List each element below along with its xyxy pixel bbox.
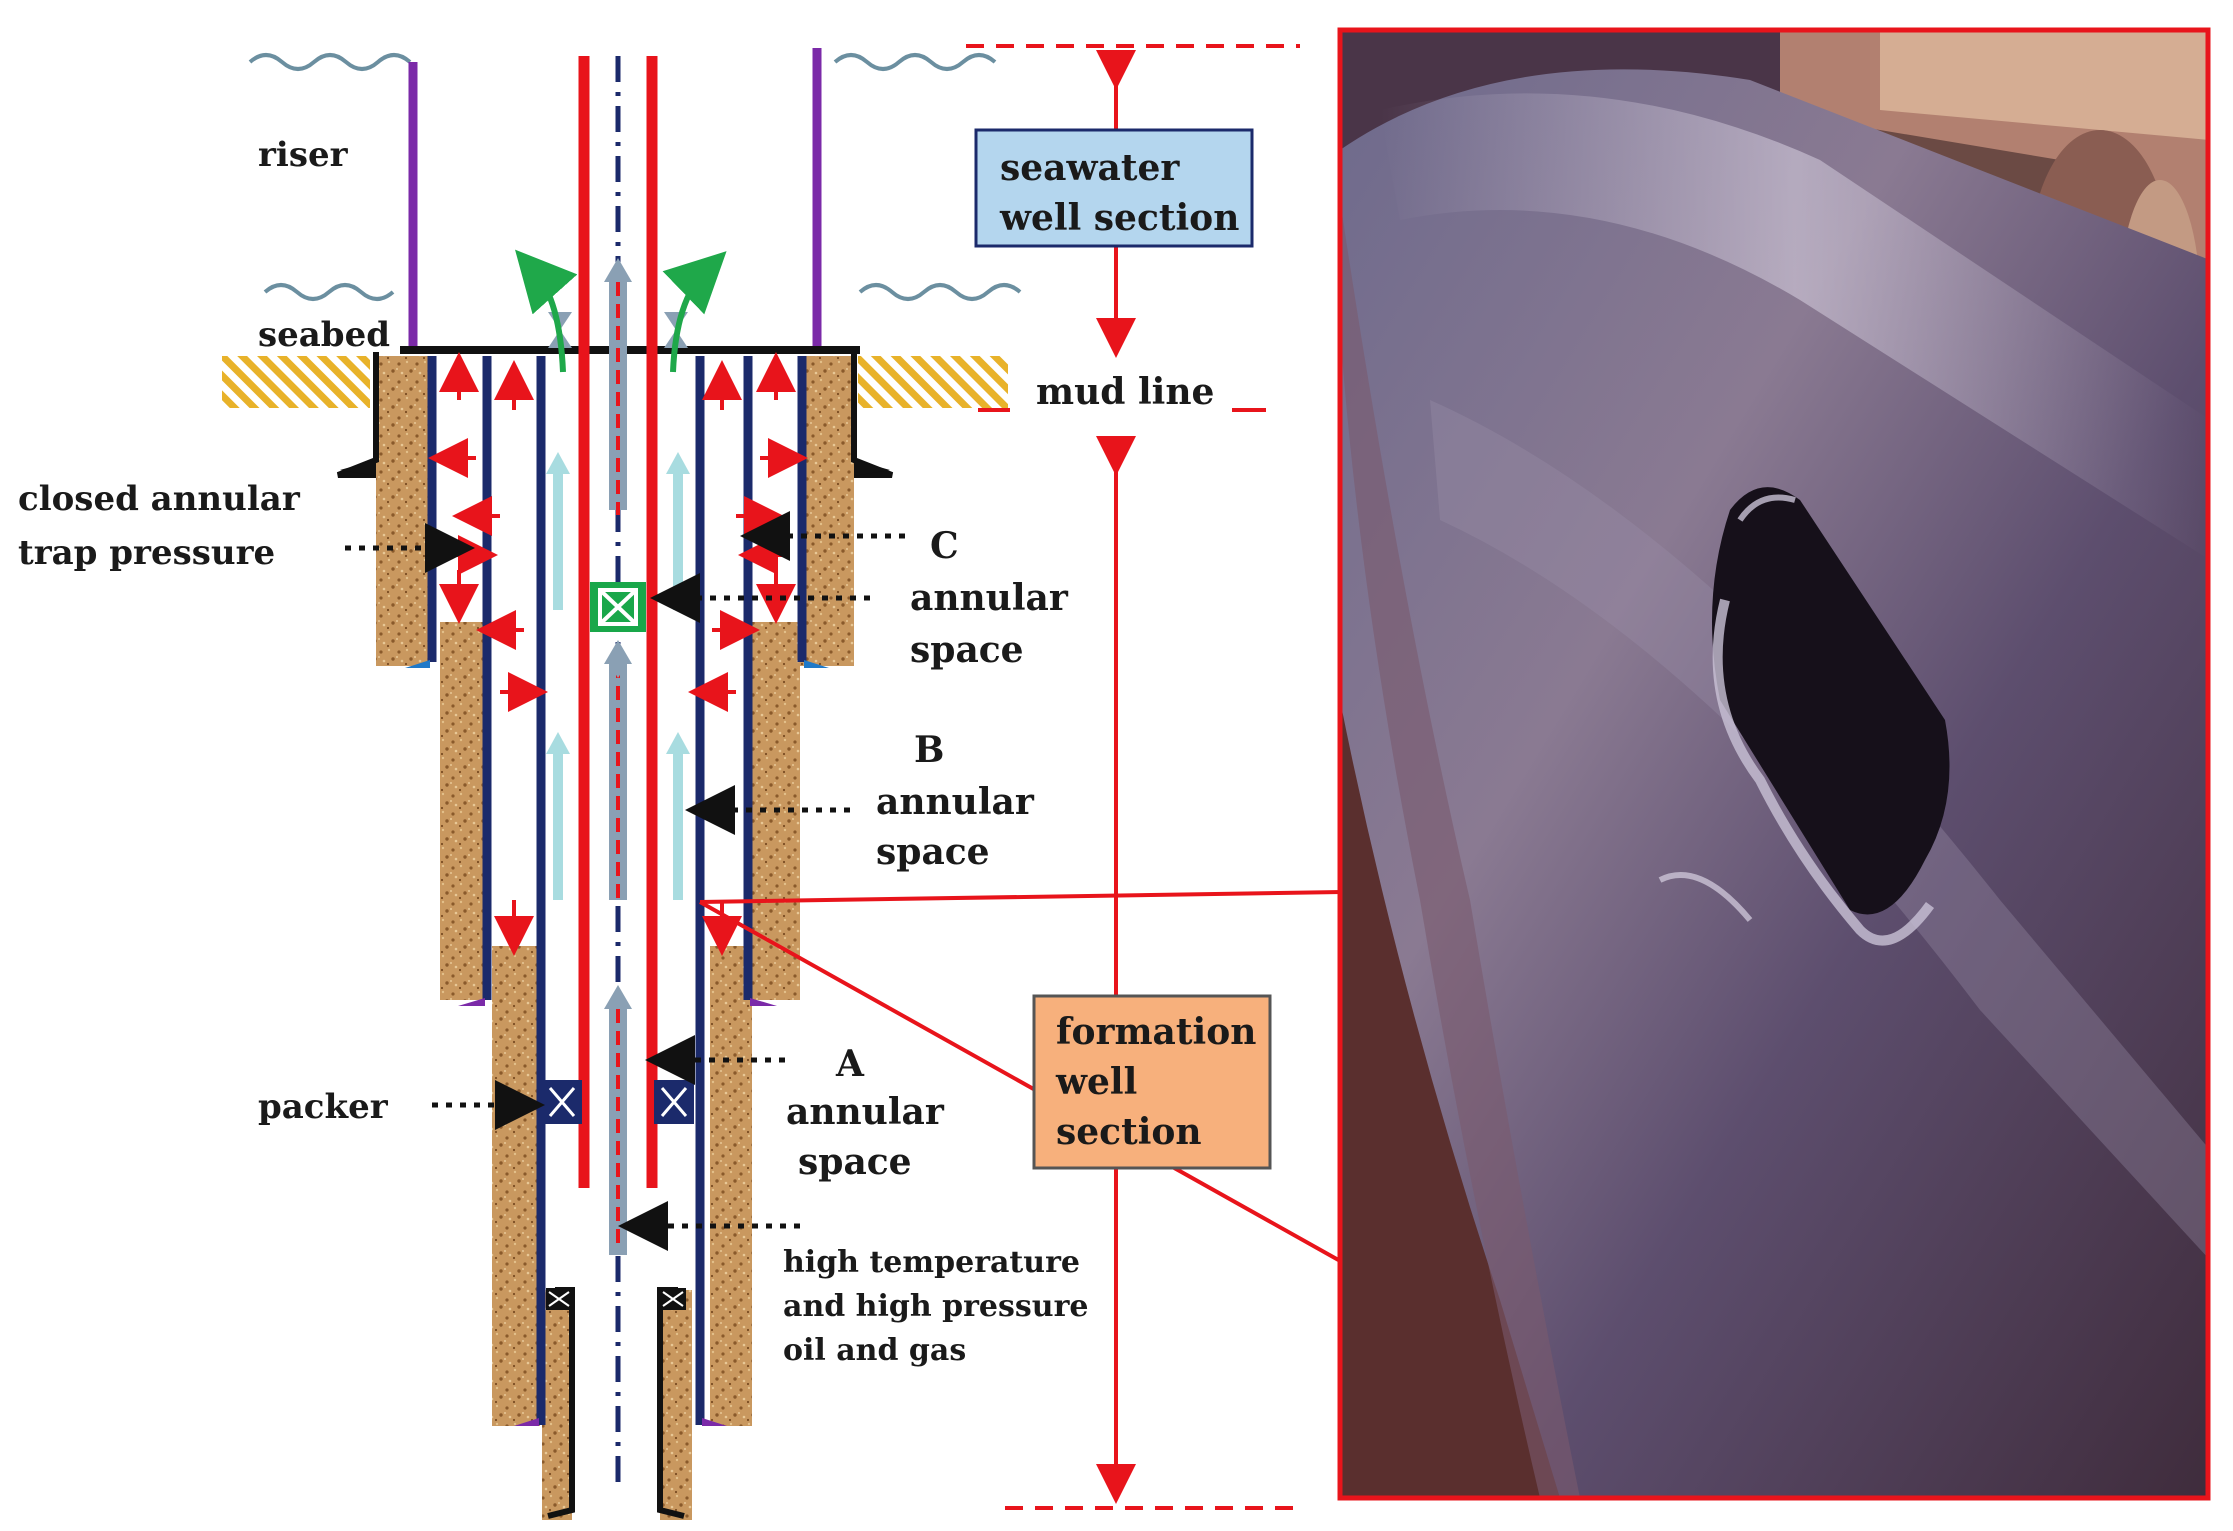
annulus-flow-arrows: [546, 452, 690, 900]
label-b-annular: annular: [876, 781, 1035, 823]
casing-shoes: [405, 660, 829, 1426]
callout-lines: [699, 890, 1343, 1264]
green-flow-arrows: [515, 249, 727, 373]
label-riser: riser: [258, 135, 349, 175]
seabed-hatch-left: [222, 356, 370, 408]
label-c-space: space: [910, 629, 1024, 671]
formation-box-line2: well: [1055, 1061, 1137, 1103]
label-seabed: seabed: [258, 315, 390, 355]
label-packer: packer: [258, 1087, 389, 1127]
label-a: A: [835, 1043, 865, 1085]
seawater-box-line1: seawater: [1000, 147, 1180, 189]
label-mud-line: mud line: [1036, 371, 1214, 413]
seawater-section-box: seawater well section: [974, 128, 1254, 248]
pointer-arrows: [345, 511, 905, 1251]
seabed-hatch-right: [858, 356, 1008, 408]
wellhead: [336, 346, 894, 478]
label-hthp-3: oil and gas: [783, 1333, 966, 1368]
label-a-space: space: [798, 1141, 912, 1183]
formation-section-box: formation well section: [1032, 994, 1272, 1170]
casing-damage-photo: [1340, 30, 2208, 1498]
label-a-annular: annular: [786, 1091, 945, 1133]
label-closed-annular-1: closed annular: [18, 479, 301, 519]
seawater-box-line2: well section: [999, 197, 1239, 239]
formation-box-line1: formation: [1056, 1011, 1256, 1053]
label-b-space: space: [876, 831, 990, 873]
sea-waves: [248, 53, 1022, 301]
packer-icon: [542, 1080, 694, 1124]
photo-frame: [1337, 27, 2211, 1501]
label-c-annular: annular: [910, 577, 1069, 619]
label-c: C: [930, 525, 959, 567]
label-hthp-2: and high pressure: [783, 1289, 1088, 1324]
diagram-labels: riser seabed mud line closed annular tra…: [18, 135, 1214, 1368]
casing-strings: [427, 356, 807, 1425]
formation-box-line3: section: [1056, 1111, 1202, 1153]
label-b: B: [914, 729, 944, 771]
label-closed-annular-2: trap pressure: [18, 533, 275, 573]
liner-hanger: [546, 1287, 686, 1519]
riser-pipes: [408, 48, 822, 348]
label-hthp-1: high temperature: [783, 1245, 1080, 1280]
safety-valve-icon: [590, 582, 646, 632]
